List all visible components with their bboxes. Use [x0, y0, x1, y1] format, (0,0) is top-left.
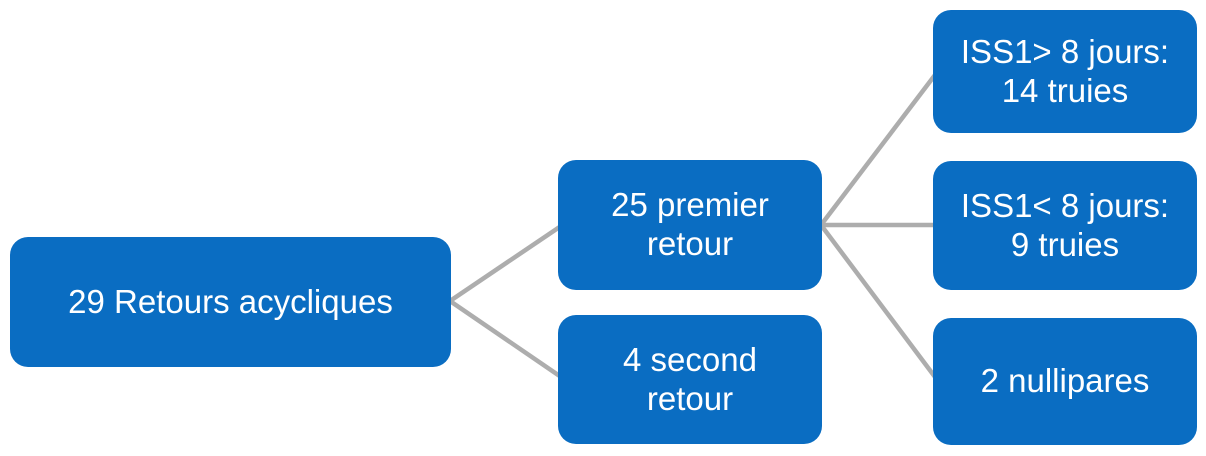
node-label: 2 nullipares [980, 362, 1150, 400]
node-label-line-1: ISS1< 8 jours: [960, 186, 1170, 224]
node-retours-acycliques: 29 Retours acycliques [10, 237, 451, 367]
connector-premier-to-nullipares [819, 223, 940, 383]
node-label-line-2: 9 truies [1010, 225, 1120, 263]
connector-root-to-second-retour [448, 299, 566, 381]
node-premier-retour: 25 premier retour [558, 160, 822, 290]
connector-premier-to-iss1-sup [819, 69, 940, 227]
node-label: 29 Retours acycliques [68, 282, 393, 320]
node-label-line-2: retour [646, 225, 734, 262]
node-label-line-1: 25 premier [611, 186, 769, 224]
node-label-line-2: retour [646, 379, 734, 417]
node-second-retour: 4 second retour [558, 315, 822, 444]
node-iss1-inf-8-jours: ISS1< 8 jours: 9 truies [933, 161, 1197, 290]
node-iss1-sup-8-jours: ISS1> 8 jours: 14 truies [933, 10, 1197, 133]
node-label-line-1: 4 second [623, 340, 757, 378]
node-label-line-2: 14 truies [1001, 71, 1129, 109]
node-nullipares: 2 nullipares [933, 318, 1197, 445]
connector-root-to-premier-retour [448, 222, 566, 303]
node-label-line-1: ISS1> 8 jours: [960, 32, 1170, 70]
